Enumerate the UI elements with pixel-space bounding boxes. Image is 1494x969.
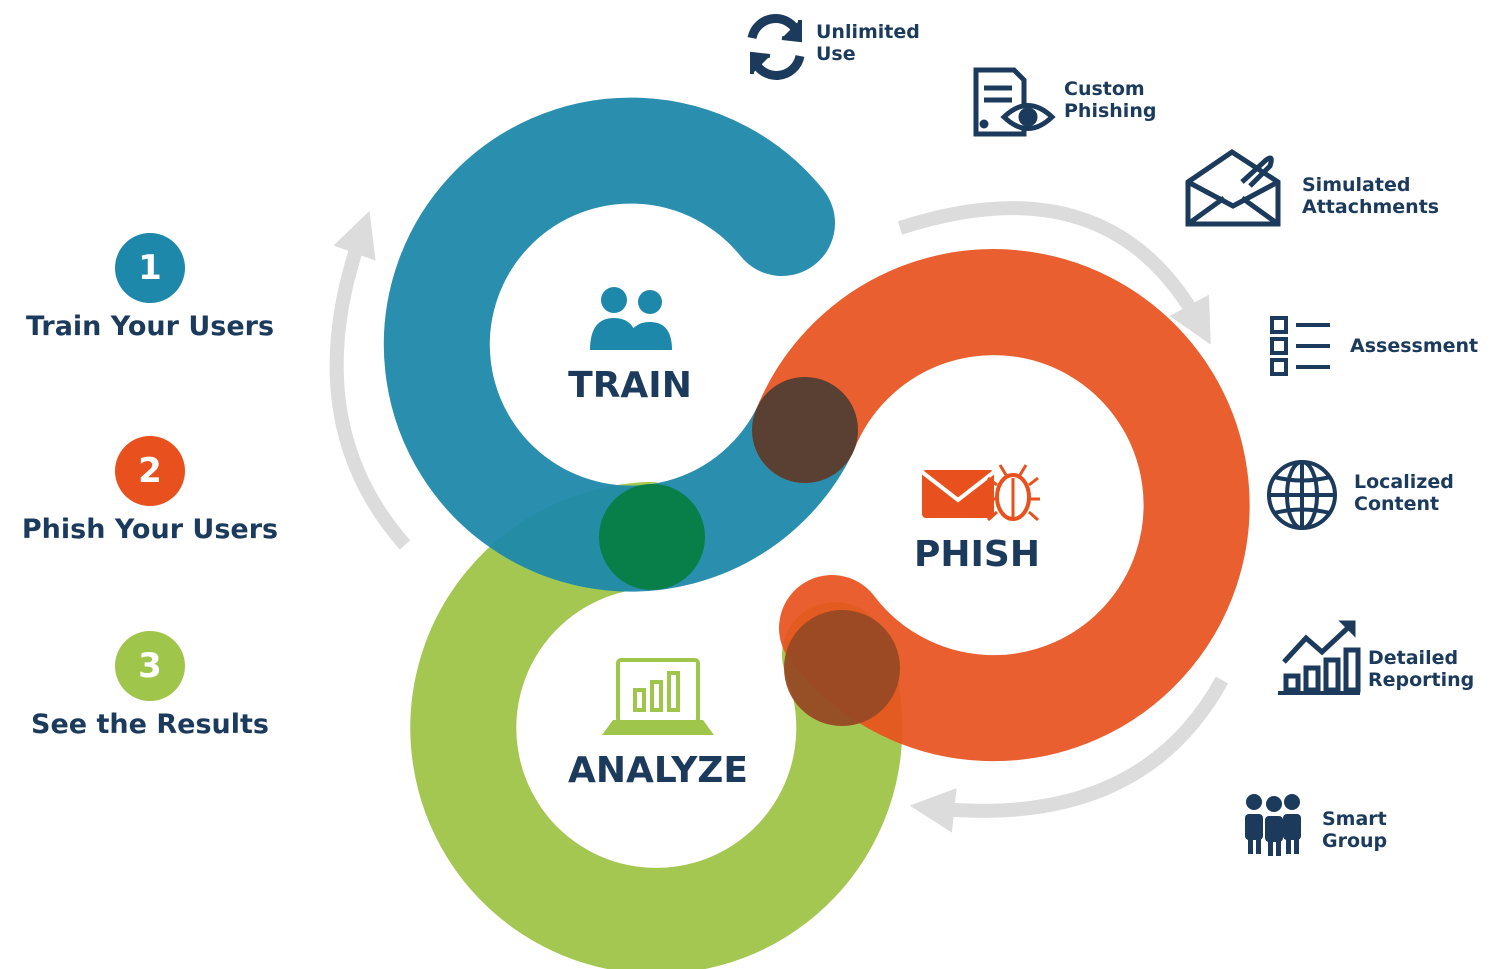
phish-ring — [752, 249, 1250, 762]
analyze-ring — [410, 482, 903, 969]
envelope-attachment-icon — [1185, 148, 1281, 227]
step-phish: 2 Phish Your Users — [0, 436, 300, 545]
laptop-chart-icon — [602, 658, 714, 735]
step-label: Phish Your Users — [21, 514, 279, 545]
document-eye-icon — [973, 67, 1056, 137]
step-number-badge: 3 — [115, 631, 185, 701]
feature-assessment: Assessment — [1350, 335, 1479, 357]
flow-arrow-top-right — [897, 201, 1211, 345]
bar-chart-trend-icon — [1278, 620, 1361, 695]
phish-label: PHISH — [914, 534, 1040, 575]
train-label: TRAIN — [568, 365, 692, 406]
feature-localized-content: Localized Content — [1354, 471, 1454, 515]
step-label: Train Your Users — [25, 311, 275, 342]
phish-mail-bug-icon — [920, 464, 1040, 522]
step-train: 1 Train Your Users — [0, 233, 300, 342]
flow-arrow-left — [329, 210, 411, 550]
checklist-icon — [1270, 316, 1330, 376]
globe-icon — [1267, 460, 1337, 530]
refresh-icon — [747, 14, 805, 80]
feature-simulated-attachments: Simulated Attachments — [1302, 174, 1440, 218]
feature-custom-phishing: Custom Phishing — [1064, 78, 1157, 122]
overlap-train-analyze — [599, 484, 705, 590]
feature-smart-group: Smart Group — [1322, 808, 1388, 852]
step-number-badge: 1 — [115, 233, 185, 303]
overlap-train-phish — [752, 377, 858, 483]
step-analyze: 3 See the Results — [0, 631, 300, 740]
group-icon — [1245, 794, 1301, 856]
users-icon — [590, 287, 672, 350]
step-number-badge: 2 — [115, 436, 185, 506]
flow-arrow-bottom-right — [909, 676, 1229, 833]
feature-unlimited-use: Unlimited Use — [816, 21, 920, 65]
step-label: See the Results — [31, 709, 269, 740]
feature-detailed-reporting: Detailed Reporting — [1368, 647, 1475, 691]
analyze-label: ANALYZE — [568, 750, 748, 791]
overlap-phish-analyze — [784, 610, 900, 726]
